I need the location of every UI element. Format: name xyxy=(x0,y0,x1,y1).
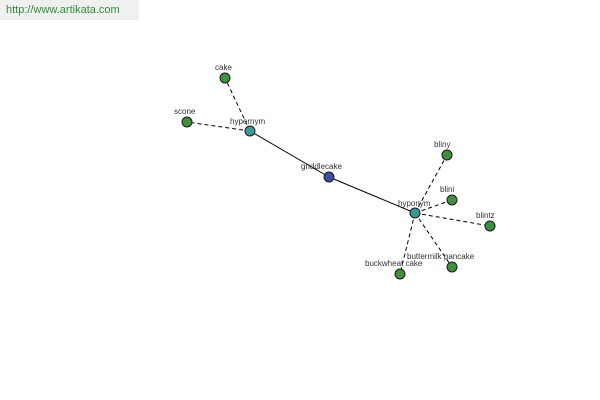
node-dot-hypernym[interactable] xyxy=(244,125,256,137)
node-bliny[interactable]: bliny xyxy=(434,140,453,161)
node-label-blintz: blintz xyxy=(476,211,495,220)
node-label-hypernym: hypernym xyxy=(230,117,265,126)
node-dot-blini[interactable] xyxy=(446,194,458,206)
node-blintz[interactable]: blintz xyxy=(476,211,496,232)
node-dot-scone[interactable] xyxy=(181,116,193,128)
edge-hyponym-buckwheat-cake xyxy=(399,212,416,275)
node-dot-buckwheat-cake[interactable] xyxy=(394,268,406,280)
node-label-cake: cake xyxy=(215,63,232,72)
node-cake[interactable]: cake xyxy=(215,63,232,84)
node-dot-bliny[interactable] xyxy=(441,149,453,161)
node-dot-blintz[interactable] xyxy=(484,220,496,232)
node-dot-cake[interactable] xyxy=(219,72,231,84)
edge-hypernym-scone xyxy=(186,121,251,132)
node-label-buckwheat-cake: buckwheat cake xyxy=(365,259,423,268)
edge-griddlecake-hypernym xyxy=(249,130,330,178)
node-label-buttermilk-pancake: buttermilk pancake xyxy=(407,252,475,261)
node-label-hyponym: hyponym xyxy=(398,199,431,208)
node-hyponym[interactable]: hyponym xyxy=(398,199,431,219)
node-buttermilk-pancake[interactable]: buttermilk pancake xyxy=(407,252,475,273)
node-blini[interactable]: blini xyxy=(440,185,458,206)
nodes-layer: griddlecake hypernym hyponym cake scone bliny… xyxy=(174,63,496,280)
node-scone[interactable]: scone xyxy=(174,107,196,128)
node-label-griddlecake: griddlecake xyxy=(301,162,342,171)
edge-hyponym-blintz xyxy=(414,212,491,227)
edge-griddlecake-hyponym xyxy=(328,176,416,214)
node-label-scone: scone xyxy=(174,107,196,116)
node-buckwheat-cake[interactable]: buckwheat cake xyxy=(365,259,423,280)
node-hypernym[interactable]: hypernym xyxy=(230,117,265,137)
node-label-bliny: bliny xyxy=(434,140,450,149)
site-url-link[interactable]: http://www.artikata.com xyxy=(0,0,139,20)
node-dot-hyponym[interactable] xyxy=(409,207,421,219)
edges-layer xyxy=(186,77,491,275)
node-griddlecake[interactable]: griddlecake xyxy=(301,162,342,183)
node-label-blini: blini xyxy=(440,185,454,194)
node-dot-buttermilk-pancake[interactable] xyxy=(446,261,458,273)
edge-hyponym-buttermilk-pancake xyxy=(414,212,453,268)
edge-hypernym-cake xyxy=(224,77,251,132)
node-dot-griddlecake[interactable] xyxy=(323,171,335,183)
